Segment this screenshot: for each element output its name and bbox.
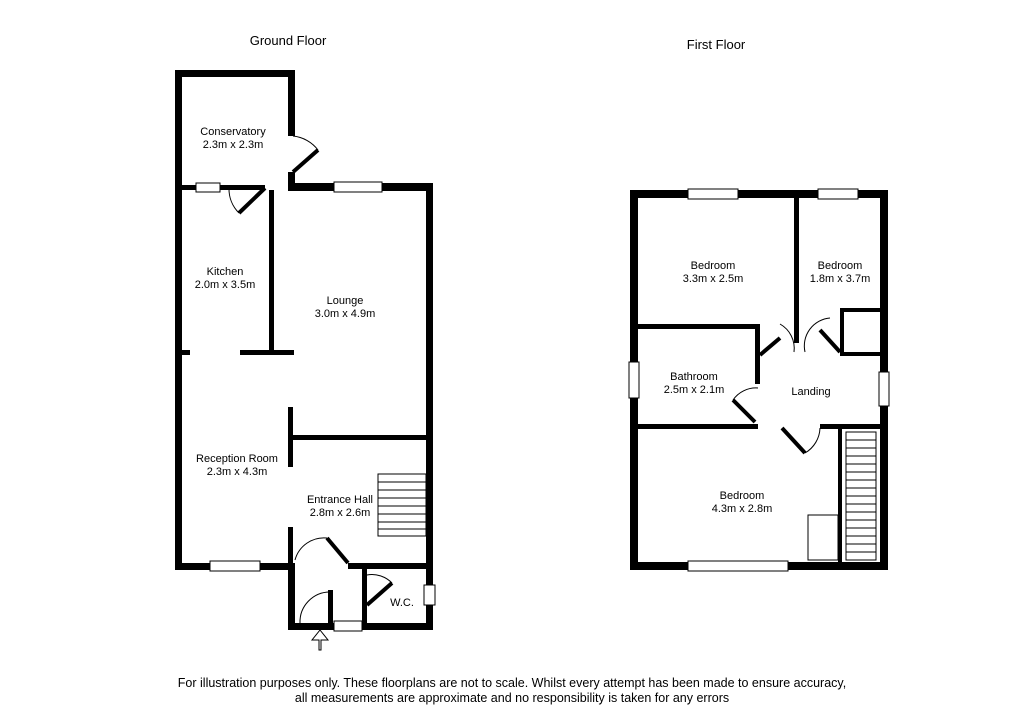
room-size-bathroom: 2.5m x 2.1m xyxy=(664,384,725,396)
wall xyxy=(175,70,295,77)
wall xyxy=(362,566,367,628)
stairs xyxy=(377,473,427,537)
ground-floor-title: Ground Floor xyxy=(250,33,327,48)
window xyxy=(878,371,890,407)
door xyxy=(237,186,267,215)
first-floor-title: First Floor xyxy=(687,37,746,52)
room-name-lounge: Lounge xyxy=(327,295,364,307)
room-name-entrance-hall: Entrance Hall xyxy=(307,494,373,506)
room-size-conservatory: 2.3m x 2.3m xyxy=(203,139,264,151)
door-swing xyxy=(732,387,759,401)
room-size-reception: 2.3m x 4.3m xyxy=(207,466,268,478)
room-size-bedroom-3: 4.3m x 2.8m xyxy=(712,503,773,515)
door-swing xyxy=(779,323,795,353)
door xyxy=(780,426,807,455)
room-name-reception: Reception Room xyxy=(196,453,278,465)
door xyxy=(758,336,782,357)
room-name-bedroom-2: Bedroom xyxy=(818,260,863,272)
door xyxy=(818,328,842,354)
ground-stairs xyxy=(377,473,427,537)
room-name-wc: W.C. xyxy=(390,597,414,609)
wall xyxy=(840,308,882,312)
wall xyxy=(175,70,182,190)
door xyxy=(325,536,350,565)
room-name-conservatory: Conservatory xyxy=(200,126,266,138)
door xyxy=(731,398,757,424)
wall xyxy=(794,198,799,343)
wall xyxy=(348,563,433,569)
door-swing xyxy=(292,135,319,151)
door-swing xyxy=(366,574,393,584)
room-size-lounge: 3.0m x 4.9m xyxy=(315,308,376,320)
ground-floor-windows xyxy=(195,181,436,632)
wall xyxy=(840,352,882,356)
room-name-bathroom: Bathroom xyxy=(670,371,718,383)
wall xyxy=(426,183,433,568)
window xyxy=(423,584,436,606)
wall xyxy=(240,350,294,355)
door xyxy=(291,148,320,174)
room-name-landing: Landing xyxy=(791,386,830,398)
wall xyxy=(838,429,842,562)
wall xyxy=(182,350,190,355)
door-swing xyxy=(294,537,328,561)
wall xyxy=(638,324,758,329)
window xyxy=(333,620,363,632)
room-name-kitchen: Kitchen xyxy=(207,266,244,278)
wall xyxy=(288,70,295,136)
door-swing xyxy=(228,187,240,214)
window xyxy=(817,188,859,200)
window xyxy=(628,361,640,399)
wall xyxy=(269,190,274,353)
room-size-bedroom-2: 1.8m x 3.7m xyxy=(810,273,871,285)
wall xyxy=(755,324,760,384)
wall xyxy=(175,185,182,570)
wall xyxy=(630,190,888,198)
door-swing xyxy=(299,591,331,624)
room-size-bedroom-1: 3.3m x 2.5m xyxy=(683,273,744,285)
cupboard xyxy=(807,514,839,561)
first-stairs xyxy=(807,431,877,561)
room-name-bedroom-3: Bedroom xyxy=(720,490,765,502)
room-name-bedroom-1: Bedroom xyxy=(691,260,736,272)
ground-floor-doors xyxy=(228,135,394,624)
window xyxy=(687,188,739,200)
wall xyxy=(638,424,758,429)
door xyxy=(365,581,394,607)
door-swing xyxy=(803,317,831,353)
window xyxy=(333,181,383,193)
window xyxy=(687,560,789,572)
wall xyxy=(820,424,880,429)
wall xyxy=(288,435,428,440)
door-swing xyxy=(804,427,821,454)
disclaimer-line-1: For illustration purposes only. These fl… xyxy=(177,676,847,690)
wall xyxy=(288,172,295,190)
first-floor-windows xyxy=(628,188,890,572)
window xyxy=(209,560,261,572)
wall xyxy=(840,308,844,356)
wall xyxy=(328,590,333,628)
window xyxy=(195,182,221,193)
wall xyxy=(288,563,295,630)
first-floor-doors xyxy=(731,317,842,455)
room-size-entrance-hall: 2.8m x 2.6m xyxy=(310,507,371,519)
entrance-arrow-icon xyxy=(310,629,330,651)
disclaimer: For illustration purposes only. These fl… xyxy=(0,676,1024,706)
room-size-kitchen: 2.0m x 3.5m xyxy=(195,279,256,291)
disclaimer-line-2: all measurements are approximate and no … xyxy=(294,691,730,705)
wall xyxy=(288,527,293,569)
